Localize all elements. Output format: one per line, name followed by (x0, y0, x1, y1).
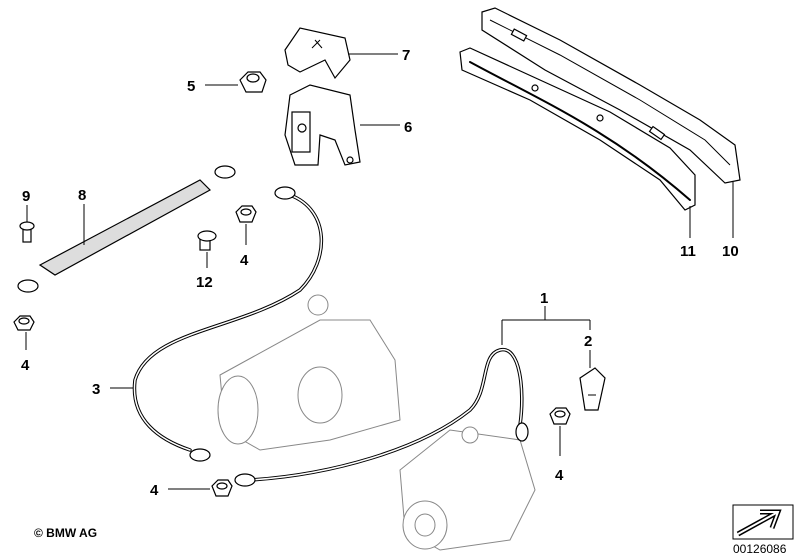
part-11-rail[interactable] (459, 47, 696, 211)
label-4-left: 4 (21, 357, 30, 374)
alternator (399, 426, 536, 551)
label-3: 3 (92, 381, 100, 398)
label-5: 5 (187, 78, 195, 95)
label-9: 9 (22, 188, 30, 205)
part-3-cable[interactable] (132, 186, 323, 462)
label-11: 11 (680, 243, 696, 260)
part-4-nut[interactable] (235, 205, 257, 223)
label-4-top: 4 (240, 252, 249, 269)
label-4-right: 4 (555, 467, 564, 484)
part-4-nut[interactable] (13, 315, 35, 331)
label-2: 2 (584, 333, 592, 350)
diagram-number: 00126086 (733, 542, 787, 556)
part-7-cover[interactable] (284, 27, 351, 80)
starter-motor (217, 294, 401, 451)
copyright: © BMW AG (34, 526, 97, 540)
part-9-bolt[interactable] (19, 221, 35, 243)
label-6: 6 (404, 119, 412, 136)
part-5-nut[interactable] (239, 71, 267, 93)
label-4-bottom: 4 (150, 482, 159, 499)
part-1-cable[interactable] (234, 348, 529, 487)
view-direction-icon (732, 504, 794, 540)
part-4-nut[interactable] (549, 407, 571, 425)
part-4-nut[interactable] (211, 479, 233, 497)
part-2-clip[interactable] (579, 367, 606, 411)
part-10-rail[interactable] (481, 7, 741, 184)
label-12: 12 (196, 274, 213, 291)
label-8: 8 (78, 187, 86, 204)
label-1: 1 (540, 290, 548, 307)
part-6-holder[interactable] (284, 84, 361, 166)
part-12-bolt[interactable] (197, 230, 217, 251)
label-10: 10 (722, 243, 739, 260)
label-7: 7 (402, 47, 410, 64)
part-8-ground-strap[interactable] (17, 165, 236, 293)
